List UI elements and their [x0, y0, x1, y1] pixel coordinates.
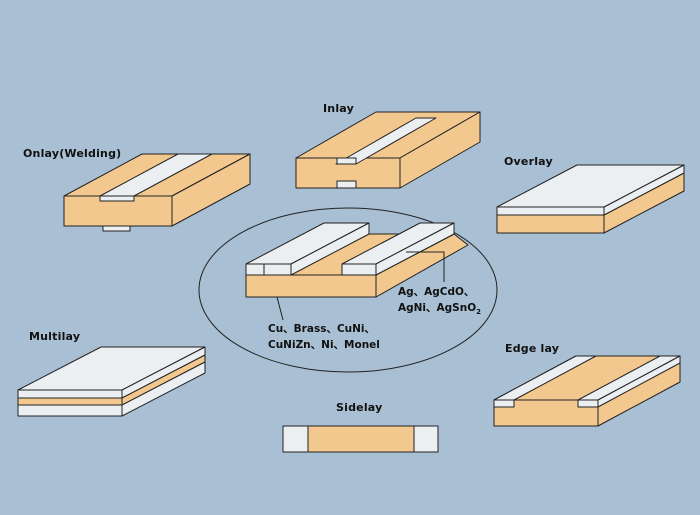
- base-material-line1: Cu、Brass、CuNi、: [268, 323, 376, 335]
- multilay-label: Multilay: [29, 330, 81, 343]
- contact-material-line1: Ag、AgCdO、: [398, 286, 475, 298]
- sidelay-label: Sidelay: [336, 401, 383, 414]
- onlay-label: Onlay(Welding): [23, 147, 122, 160]
- contact-material-line2: AgNi、AgSnO2: [398, 300, 481, 320]
- edge-lay-label: Edge lay: [505, 342, 560, 355]
- sidelay-block: [282, 425, 439, 453]
- contact-material-subscript: 2: [476, 308, 482, 317]
- edge-lay-block: [493, 355, 681, 427]
- multilay-block: [17, 346, 206, 417]
- base-material-callout: Cu、Brass、CuNi、 CuNiZn、Ni、Monel: [268, 321, 380, 353]
- inlay-label: Inlay: [323, 102, 354, 115]
- overlay-block: [496, 164, 685, 234]
- onlay-block: [63, 153, 251, 232]
- detail-callout-group: [198, 207, 498, 373]
- inlay-block: [295, 111, 481, 189]
- base-material-line2: CuNiZn、Ni、Monel: [268, 339, 380, 351]
- contact-material-callout: Ag、AgCdO、 AgNi、AgSnO2: [398, 284, 481, 320]
- overlay-label: Overlay: [504, 155, 553, 168]
- contact-material-line2-text: AgNi、AgSnO: [398, 302, 477, 314]
